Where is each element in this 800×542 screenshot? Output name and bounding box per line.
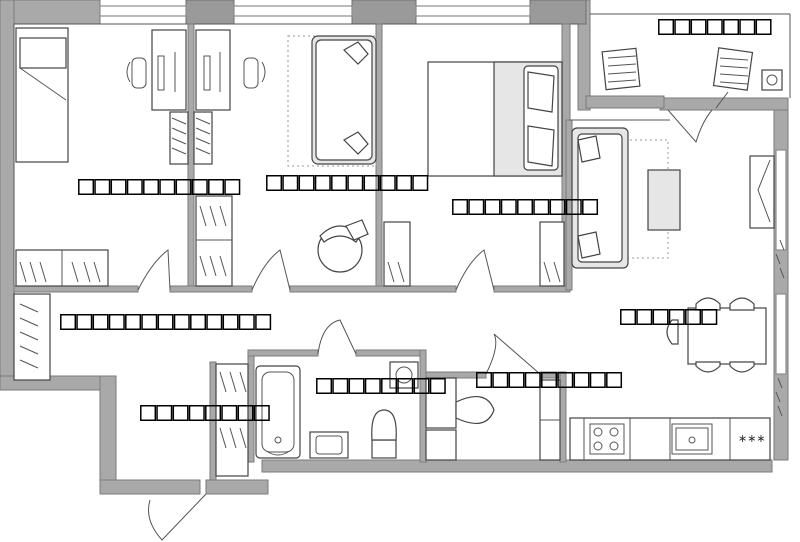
stove-marks: ∗∗∗ — [738, 432, 766, 445]
bedroom-3-furniture — [427, 61, 565, 291]
storage-label: □□□□□□□□□ — [476, 363, 623, 394]
wc-label: □□□□□□□□ — [316, 369, 447, 400]
bedroom-1-furniture — [15, 27, 266, 291]
balcony-label: □□□□□□□ — [658, 10, 773, 41]
room-3-label: □□□□□□□□□ — [452, 190, 599, 221]
room-labels: □□□□□□□□□□ □□□□□□□□□□ □□□□□□□□□ □□□□□□□ … — [60, 10, 773, 427]
bedroom-2-furniture — [195, 35, 411, 291]
balcony-area — [590, 13, 791, 98]
room-2-label: □□□□□□□□□□ — [266, 166, 429, 197]
windows — [99, 5, 787, 375]
bathroom-label: □□□□□□□□ — [140, 396, 271, 427]
interior-walls — [13, 23, 670, 481]
hall-bath-furniture — [13, 293, 561, 541]
kitchen-furniture: ∗∗∗ — [569, 297, 783, 461]
hall-label: □□□□□□□□□□□□□ — [60, 305, 272, 336]
kitchen-label: □□□□□□ — [620, 300, 718, 331]
living-room-furniture — [571, 91, 785, 279]
room-1-label: □□□□□□□□□□ — [78, 170, 241, 201]
